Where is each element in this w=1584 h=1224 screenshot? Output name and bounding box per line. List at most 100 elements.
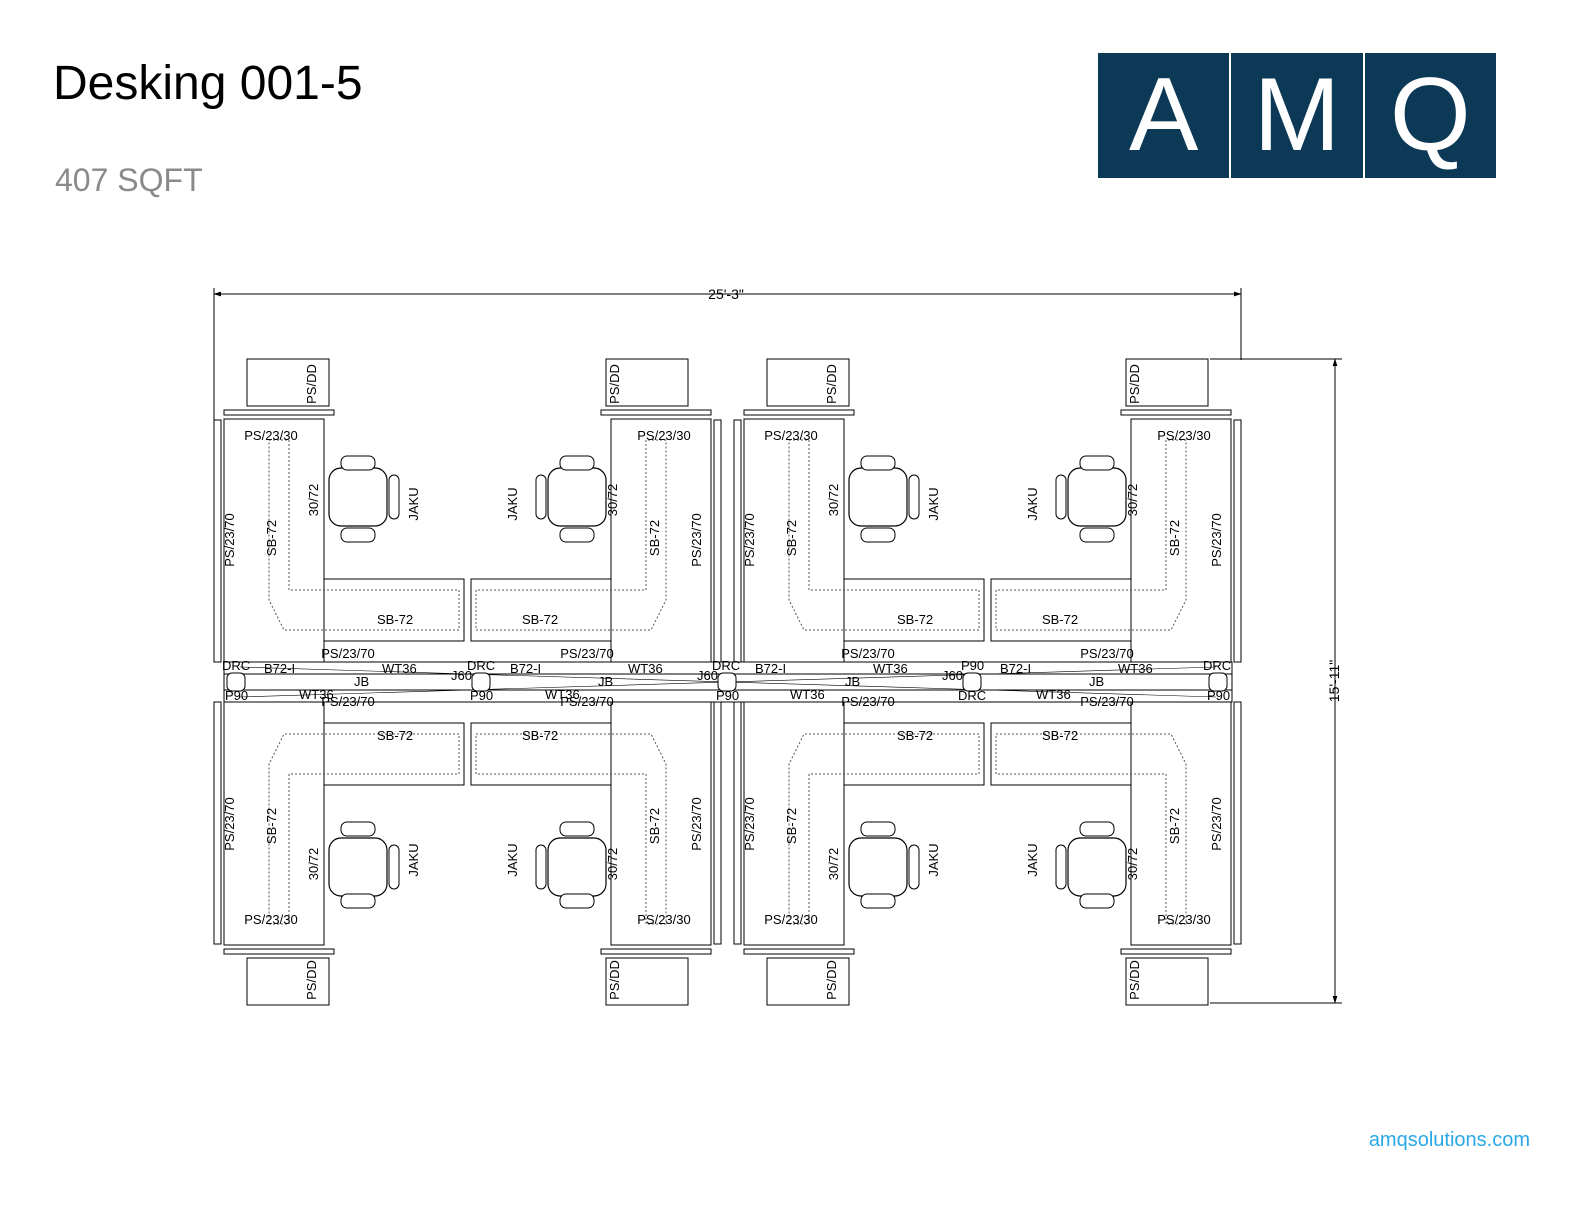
task-chair bbox=[328, 455, 400, 543]
chair-label: JAKU bbox=[1025, 843, 1040, 876]
side-panel-label: PS/23/70 bbox=[689, 513, 704, 567]
workstation-6 bbox=[470, 701, 722, 1006]
b72-label-1: B72-I bbox=[264, 661, 295, 676]
workstation-8 bbox=[990, 701, 1242, 1006]
jb-label-4: JB bbox=[1089, 674, 1104, 689]
support-bar-horizontal-label: SB-72 bbox=[1042, 612, 1078, 627]
support-bar-vertical-label: SB-72 bbox=[647, 808, 662, 844]
b72-label-2: B72-I bbox=[510, 661, 541, 676]
wt36-label-3: WT36 bbox=[873, 661, 908, 676]
workstation-1 bbox=[213, 358, 465, 663]
b72-label-3: B72-I bbox=[755, 661, 786, 676]
drc-label-5: DRC bbox=[1203, 658, 1231, 673]
wt36-label-7: WT36 bbox=[790, 687, 825, 702]
p90-label-4: P90 bbox=[961, 658, 984, 673]
desk-size-label: 30/72 bbox=[1125, 848, 1140, 881]
workstation-4 bbox=[990, 358, 1242, 663]
page-title: Desking 001-5 bbox=[53, 57, 363, 110]
support-bar-vertical-label: SB-72 bbox=[784, 520, 799, 556]
support-bar-horizontal-label: SB-72 bbox=[377, 612, 413, 627]
spine-screen-label: PS/23/70 bbox=[1080, 646, 1134, 661]
pedestal-label: PS/DD bbox=[304, 364, 319, 404]
task-chair bbox=[535, 455, 607, 543]
workstation-2 bbox=[470, 358, 722, 663]
drc-label-4: DRC bbox=[958, 688, 986, 703]
spine-post-1 bbox=[226, 672, 246, 692]
end-screen-label: PS/23/30 bbox=[637, 912, 691, 927]
chair-label: JAKU bbox=[1025, 487, 1040, 520]
pedestal-label: PS/DD bbox=[824, 364, 839, 404]
desk-size-label: 30/72 bbox=[306, 484, 321, 517]
support-bar-vertical-label: SB-72 bbox=[264, 520, 279, 556]
wt36-label-2: WT36 bbox=[628, 661, 663, 676]
desk-size-label: 30/72 bbox=[306, 848, 321, 881]
wt36-label-6: WT36 bbox=[545, 687, 580, 702]
desk-size-label: 30/72 bbox=[826, 848, 841, 881]
spine-screen-label: PS/23/70 bbox=[560, 646, 614, 661]
side-panel-label: PS/23/70 bbox=[1209, 797, 1224, 851]
task-chair bbox=[1055, 821, 1127, 909]
support-bar-horizontal-label: SB-72 bbox=[897, 612, 933, 627]
pedestal-label: PS/DD bbox=[607, 960, 622, 1000]
jb-label-3: JB bbox=[845, 674, 860, 689]
chair-label: JAKU bbox=[406, 487, 421, 520]
support-bar-horizontal-label: SB-72 bbox=[377, 728, 413, 743]
support-bar-vertical-label: SB-72 bbox=[1167, 520, 1182, 556]
logo-letter-a: A bbox=[1098, 53, 1232, 178]
spine-screen-label: PS/23/70 bbox=[321, 646, 375, 661]
side-panel-label: PS/23/70 bbox=[689, 797, 704, 851]
spine-post-4 bbox=[962, 672, 982, 692]
spine-post-3 bbox=[717, 672, 737, 692]
support-bar-horizontal-label: SB-72 bbox=[522, 612, 558, 627]
width-dimension bbox=[213, 288, 1242, 420]
chair-label: JAKU bbox=[406, 843, 421, 876]
j60-label-2: J60 bbox=[697, 668, 718, 683]
website-link[interactable]: amqsolutions.com bbox=[1368, 1129, 1530, 1151]
support-bar-vertical-label: SB-72 bbox=[1167, 808, 1182, 844]
drc-label-2: DRC bbox=[467, 658, 495, 673]
workstation-3 bbox=[733, 358, 985, 663]
task-chair bbox=[848, 455, 920, 543]
b72-label-4: B72-I bbox=[1000, 661, 1031, 676]
pedestal-label: PS/DD bbox=[1127, 364, 1142, 404]
area-subtitle: 407 SQFT bbox=[55, 162, 203, 198]
width-dimension-label: 25'-3" bbox=[708, 286, 744, 302]
pedestal-label: PS/DD bbox=[607, 364, 622, 404]
height-dimension-label: 15'-11" bbox=[1326, 660, 1342, 702]
task-chair bbox=[535, 821, 607, 909]
chair-label: JAKU bbox=[926, 843, 941, 876]
pedestal-label: PS/DD bbox=[824, 960, 839, 1000]
side-panel-label: PS/23/70 bbox=[742, 513, 757, 567]
end-screen-label: PS/23/30 bbox=[244, 428, 298, 443]
chair-label: JAKU bbox=[926, 487, 941, 520]
jb-label-1: JB bbox=[354, 674, 369, 689]
support-bar-horizontal-label: SB-72 bbox=[897, 728, 933, 743]
end-screen-label: PS/23/30 bbox=[637, 428, 691, 443]
p90-label-1: P90 bbox=[225, 688, 248, 703]
desk-size-label: 30/72 bbox=[605, 848, 620, 881]
p90-label-5: P90 bbox=[1207, 688, 1230, 703]
j60-label-1: J60 bbox=[451, 668, 472, 683]
task-chair bbox=[328, 821, 400, 909]
end-screen-label: PS/23/30 bbox=[764, 912, 818, 927]
chair-label: JAKU bbox=[505, 487, 520, 520]
spine-post-5 bbox=[1208, 672, 1228, 692]
task-chair bbox=[848, 821, 920, 909]
support-bar-vertical-label: SB-72 bbox=[784, 808, 799, 844]
end-screen-label: PS/23/30 bbox=[764, 428, 818, 443]
jb-label-2: JB bbox=[598, 674, 613, 689]
desk-size-label: 30/72 bbox=[1125, 484, 1140, 517]
wt36-label-5: WT36 bbox=[299, 687, 334, 702]
pedestal-label: PS/DD bbox=[304, 960, 319, 1000]
wt36-label-8: WT36 bbox=[1036, 687, 1071, 702]
wt36-label-4: WT36 bbox=[1118, 661, 1153, 676]
workstation-7 bbox=[733, 701, 985, 1006]
pedestal-label: PS/DD bbox=[1127, 960, 1142, 1000]
desk-size-label: 30/72 bbox=[605, 484, 620, 517]
chair-label: JAKU bbox=[505, 843, 520, 876]
side-panel-label: PS/23/70 bbox=[742, 797, 757, 851]
end-screen-label: PS/23/30 bbox=[1157, 428, 1211, 443]
side-panel-label: PS/23/70 bbox=[1209, 513, 1224, 567]
j60-label-3: J60 bbox=[942, 668, 963, 683]
